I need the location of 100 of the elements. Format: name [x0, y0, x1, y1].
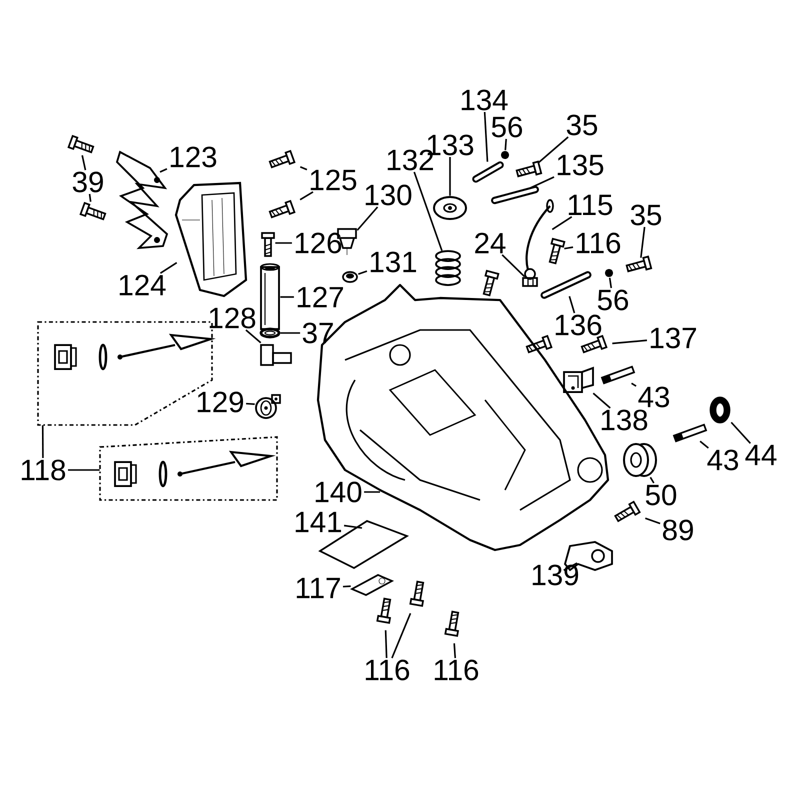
leader-line [342, 585, 351, 588]
leader-line [344, 524, 362, 529]
leader-line [530, 176, 554, 188]
leader-line [280, 332, 300, 334]
callout-number: 56 [598, 290, 628, 310]
leader-line [730, 422, 751, 444]
leader-line [502, 254, 526, 278]
leader-line [592, 392, 611, 409]
callout-number: 125 [310, 170, 356, 190]
callout-number: 89 [662, 520, 693, 540]
leader-line [504, 138, 507, 150]
leader-line [384, 630, 388, 658]
leader-line [42, 425, 44, 458]
screw [516, 160, 542, 178]
hose [491, 186, 539, 204]
knob [255, 394, 281, 419]
callout-number: 50 [646, 484, 676, 506]
screw [409, 580, 424, 607]
spring [435, 250, 461, 286]
handle-cover [174, 182, 248, 298]
screw [444, 610, 460, 637]
callout-number: 35 [630, 204, 662, 226]
screw [261, 232, 275, 257]
leader-line [300, 166, 308, 170]
callout-number: 138 [602, 410, 648, 430]
leader-line [245, 329, 262, 344]
leader-line [538, 136, 569, 164]
callout-number: 118 [22, 460, 66, 480]
leader-line [300, 191, 314, 200]
leader-line [631, 382, 637, 387]
washer [710, 396, 730, 424]
screw [614, 500, 641, 522]
leader-line [453, 643, 456, 658]
leader-line [568, 296, 576, 314]
callout-number: 124 [120, 274, 166, 296]
leader-line [275, 242, 292, 244]
callout-number: 126 [296, 232, 342, 254]
leader-line [564, 246, 574, 250]
nut [522, 277, 538, 287]
callout-number: 128 [210, 308, 256, 328]
leader-line [364, 491, 380, 493]
callout-number: 135 [558, 154, 604, 176]
cable [524, 199, 554, 280]
callout-number: 136 [556, 314, 602, 336]
bracket [563, 366, 594, 393]
callout-number: 140 [316, 482, 362, 502]
callout-number: 116 [434, 660, 478, 680]
callout-number: 139 [532, 564, 578, 586]
dash-dot-frame [99, 436, 278, 501]
callout-number: 130 [366, 184, 412, 206]
callout-number: 115 [568, 194, 612, 216]
leader-line [391, 612, 412, 658]
leader-line [552, 216, 572, 230]
callout-number: 43 [638, 386, 670, 408]
leader-line [413, 172, 443, 251]
leader-line [358, 270, 368, 275]
leader-line [700, 440, 709, 449]
leader-line [563, 562, 578, 571]
callout-number: 127 [298, 286, 343, 308]
callout-number: 39 [72, 172, 103, 192]
screw [548, 238, 566, 264]
callout-number: 35 [566, 114, 598, 136]
callout-number: 123 [170, 146, 216, 168]
o-ring [260, 328, 280, 338]
leader-line [280, 296, 294, 298]
leader-line [640, 226, 646, 258]
callout-number: 131 [370, 252, 416, 272]
callout-number: 129 [198, 392, 244, 412]
callout-number: 141 [296, 512, 342, 532]
tube [260, 263, 280, 330]
elbow-fitting [260, 344, 292, 366]
leader-line [160, 168, 168, 173]
hose [472, 161, 504, 183]
leader-line [160, 262, 178, 274]
hose [540, 271, 592, 299]
callout-number: 24 [475, 232, 506, 254]
leader-line [81, 155, 86, 170]
callout-number: 56 [492, 116, 522, 138]
leader-line [356, 206, 378, 231]
callout-number: 134 [462, 90, 508, 110]
roller [623, 443, 657, 477]
leader-line [246, 402, 255, 405]
screw [376, 598, 392, 624]
callout-number: 37 [302, 322, 333, 344]
callout-number: 137 [650, 328, 696, 348]
leader-line [68, 469, 100, 471]
callout-number: 43 [707, 450, 738, 470]
leader-line [612, 340, 647, 344]
leader-line [645, 517, 660, 524]
ball [501, 151, 509, 159]
callout-number: 116 [576, 232, 620, 254]
callout-number: 44 [745, 444, 776, 466]
grommet [342, 271, 358, 283]
screw [626, 256, 652, 272]
leader-line [608, 278, 612, 288]
pump-disk [433, 196, 467, 220]
leader-line [484, 112, 488, 162]
leader-line [449, 156, 451, 196]
leader-line [650, 476, 654, 484]
ball [605, 269, 613, 277]
